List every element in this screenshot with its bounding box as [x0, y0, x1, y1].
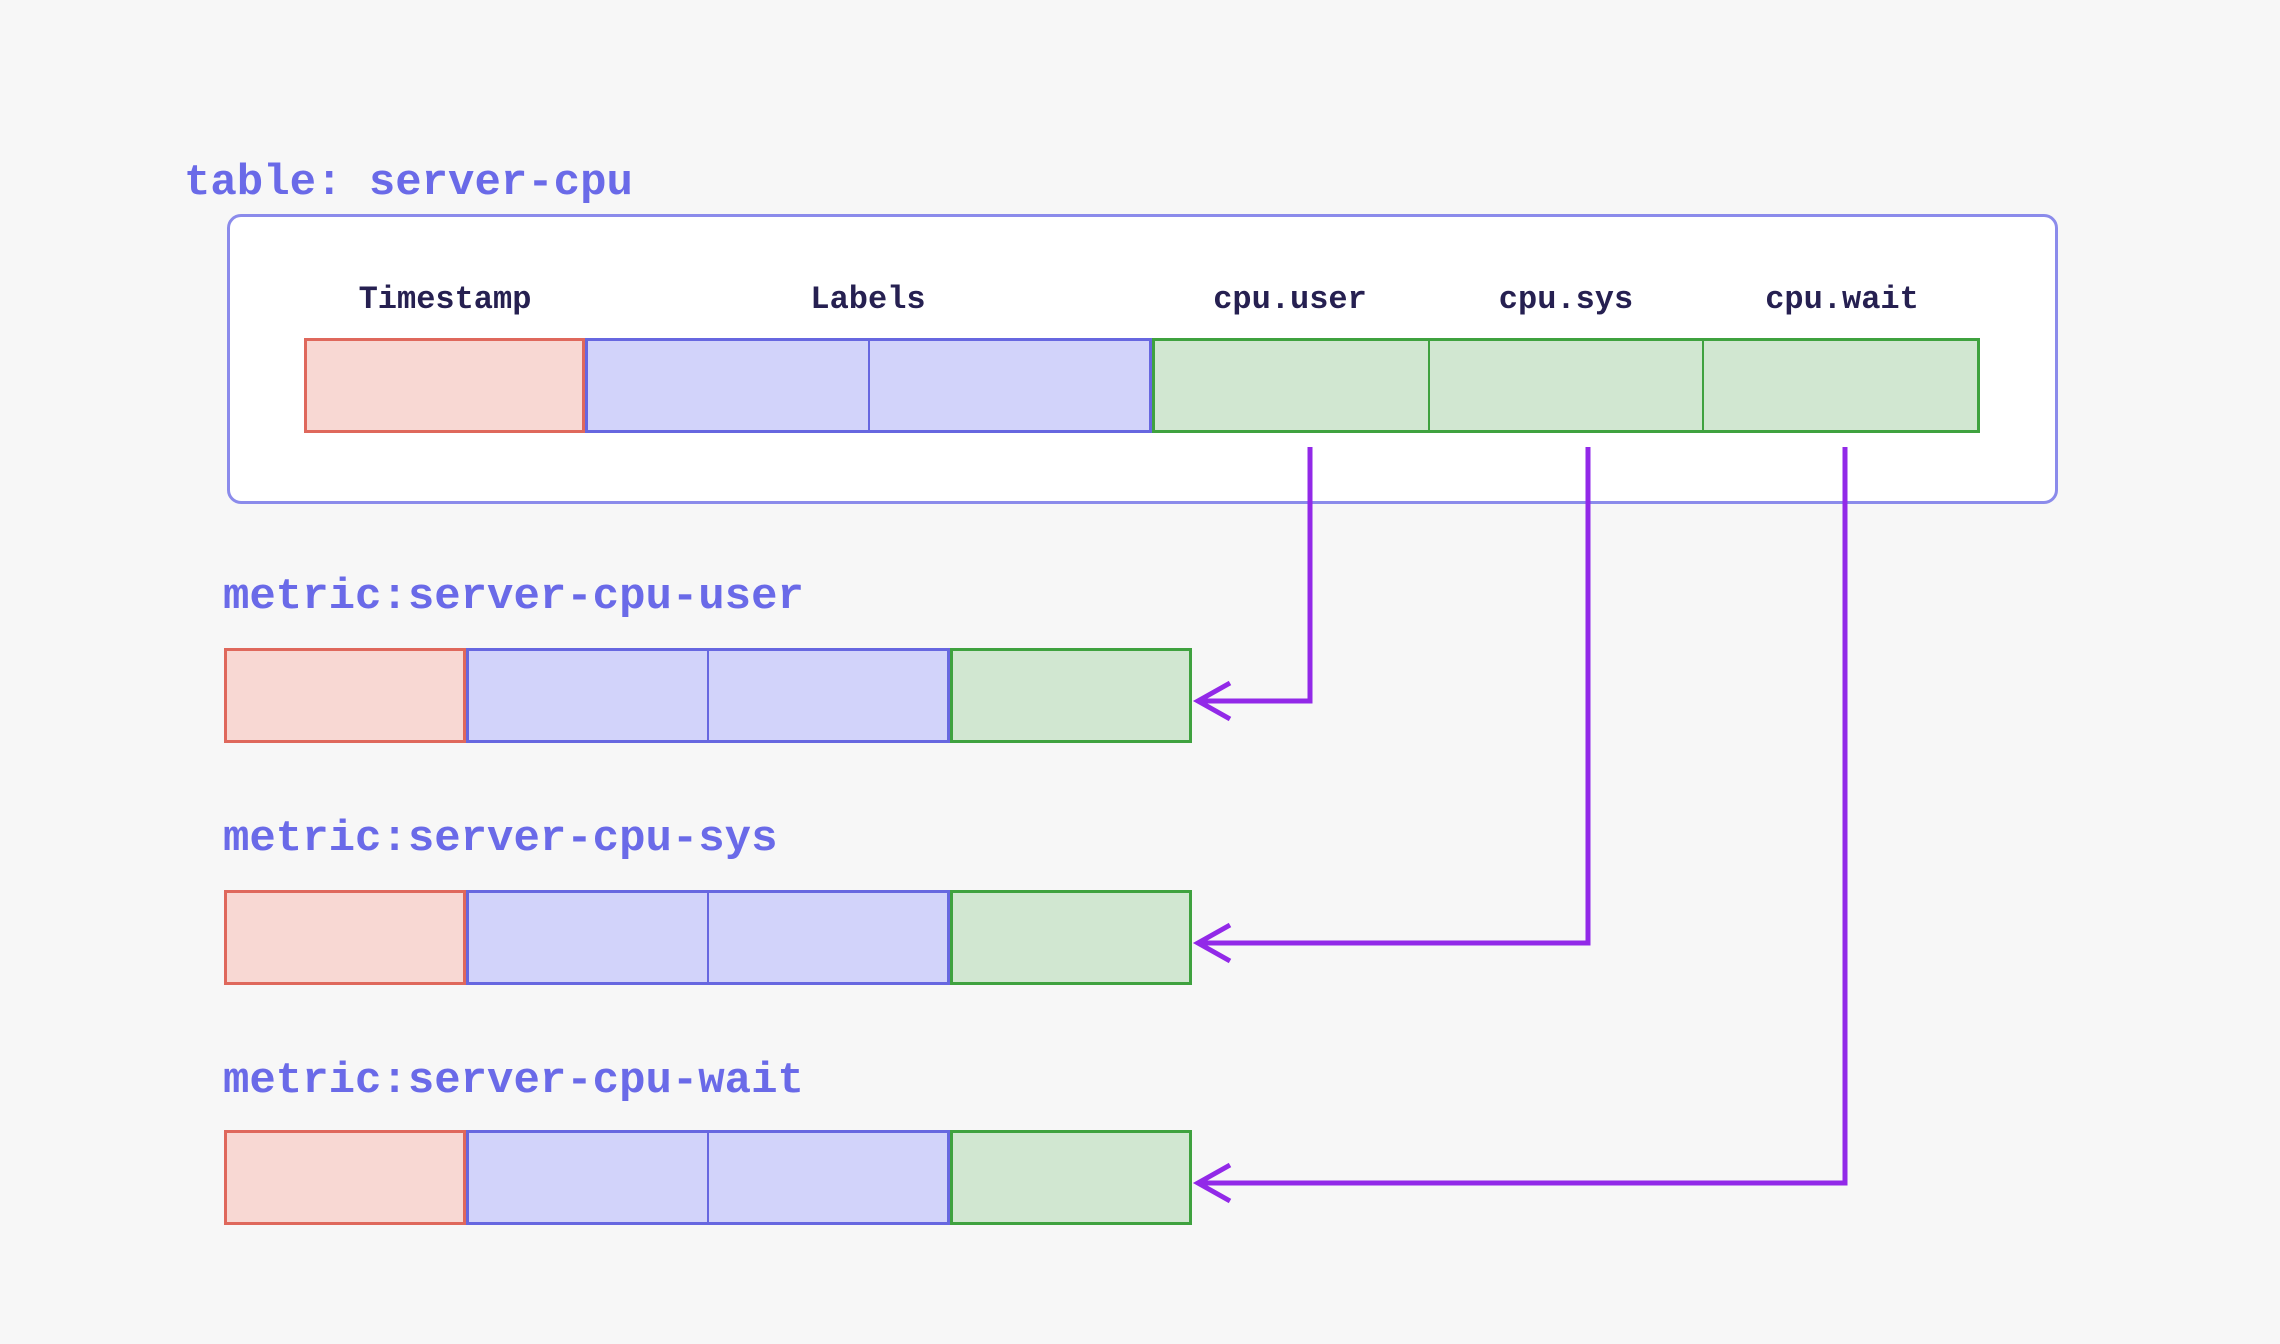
- labels-cell: [707, 893, 947, 982]
- table-labels-cells: [585, 338, 1152, 433]
- table-timestamp-cell: [304, 338, 585, 433]
- metric-timestamp-cell: [224, 890, 466, 985]
- table-title: table: server-cpu: [184, 158, 633, 208]
- column-header-labels: Labels: [810, 281, 926, 318]
- metric-labels-cells: [466, 890, 950, 985]
- metric-labels-cells: [466, 1130, 950, 1225]
- labels-cell: [469, 893, 707, 982]
- metric-timestamp-cell: [224, 1130, 466, 1225]
- labels-cell: [707, 1133, 947, 1222]
- metric-value-cell: [950, 1130, 1192, 1225]
- metric-row-sys: [0, 890, 2280, 985]
- value-cell: [953, 893, 1189, 982]
- value-cell: [953, 1133, 1189, 1222]
- table-cell-row: [0, 338, 2280, 433]
- arrow-cpu-wait-to-metric: [1192, 447, 1848, 1204]
- metric-value-cell: [950, 890, 1192, 985]
- labels-cell: [707, 651, 947, 740]
- metric-value-cell: [950, 648, 1192, 743]
- metric-row-wait: [0, 1130, 2280, 1225]
- metric-title-wait: metric:server-cpu-wait: [223, 1056, 804, 1106]
- column-header-cpu-sys: cpu.sys: [1498, 281, 1634, 318]
- value-cell: [953, 651, 1189, 740]
- metric-timestamp-cell: [224, 648, 466, 743]
- column-header-cpu-wait: cpu.wait: [1765, 281, 1919, 318]
- metric-row-user: [0, 648, 2280, 743]
- labels-cell: [588, 341, 868, 430]
- column-header-cpu-user: cpu.user: [1213, 281, 1367, 318]
- value-cell-cpu-sys: [1427, 341, 1703, 430]
- value-cell-cpu-user: [1155, 341, 1428, 430]
- column-header-timestamp: Timestamp: [358, 281, 532, 318]
- value-cell-cpu-wait: [1702, 341, 1977, 430]
- labels-cell: [867, 341, 1150, 430]
- labels-cell: [469, 1133, 707, 1222]
- metric-title-user: metric:server-cpu-user: [223, 572, 804, 622]
- labels-cell: [469, 651, 707, 740]
- metric-labels-cells: [466, 648, 950, 743]
- metric-title-sys: metric:server-cpu-sys: [223, 814, 778, 864]
- table-value-cells: [1152, 338, 1980, 433]
